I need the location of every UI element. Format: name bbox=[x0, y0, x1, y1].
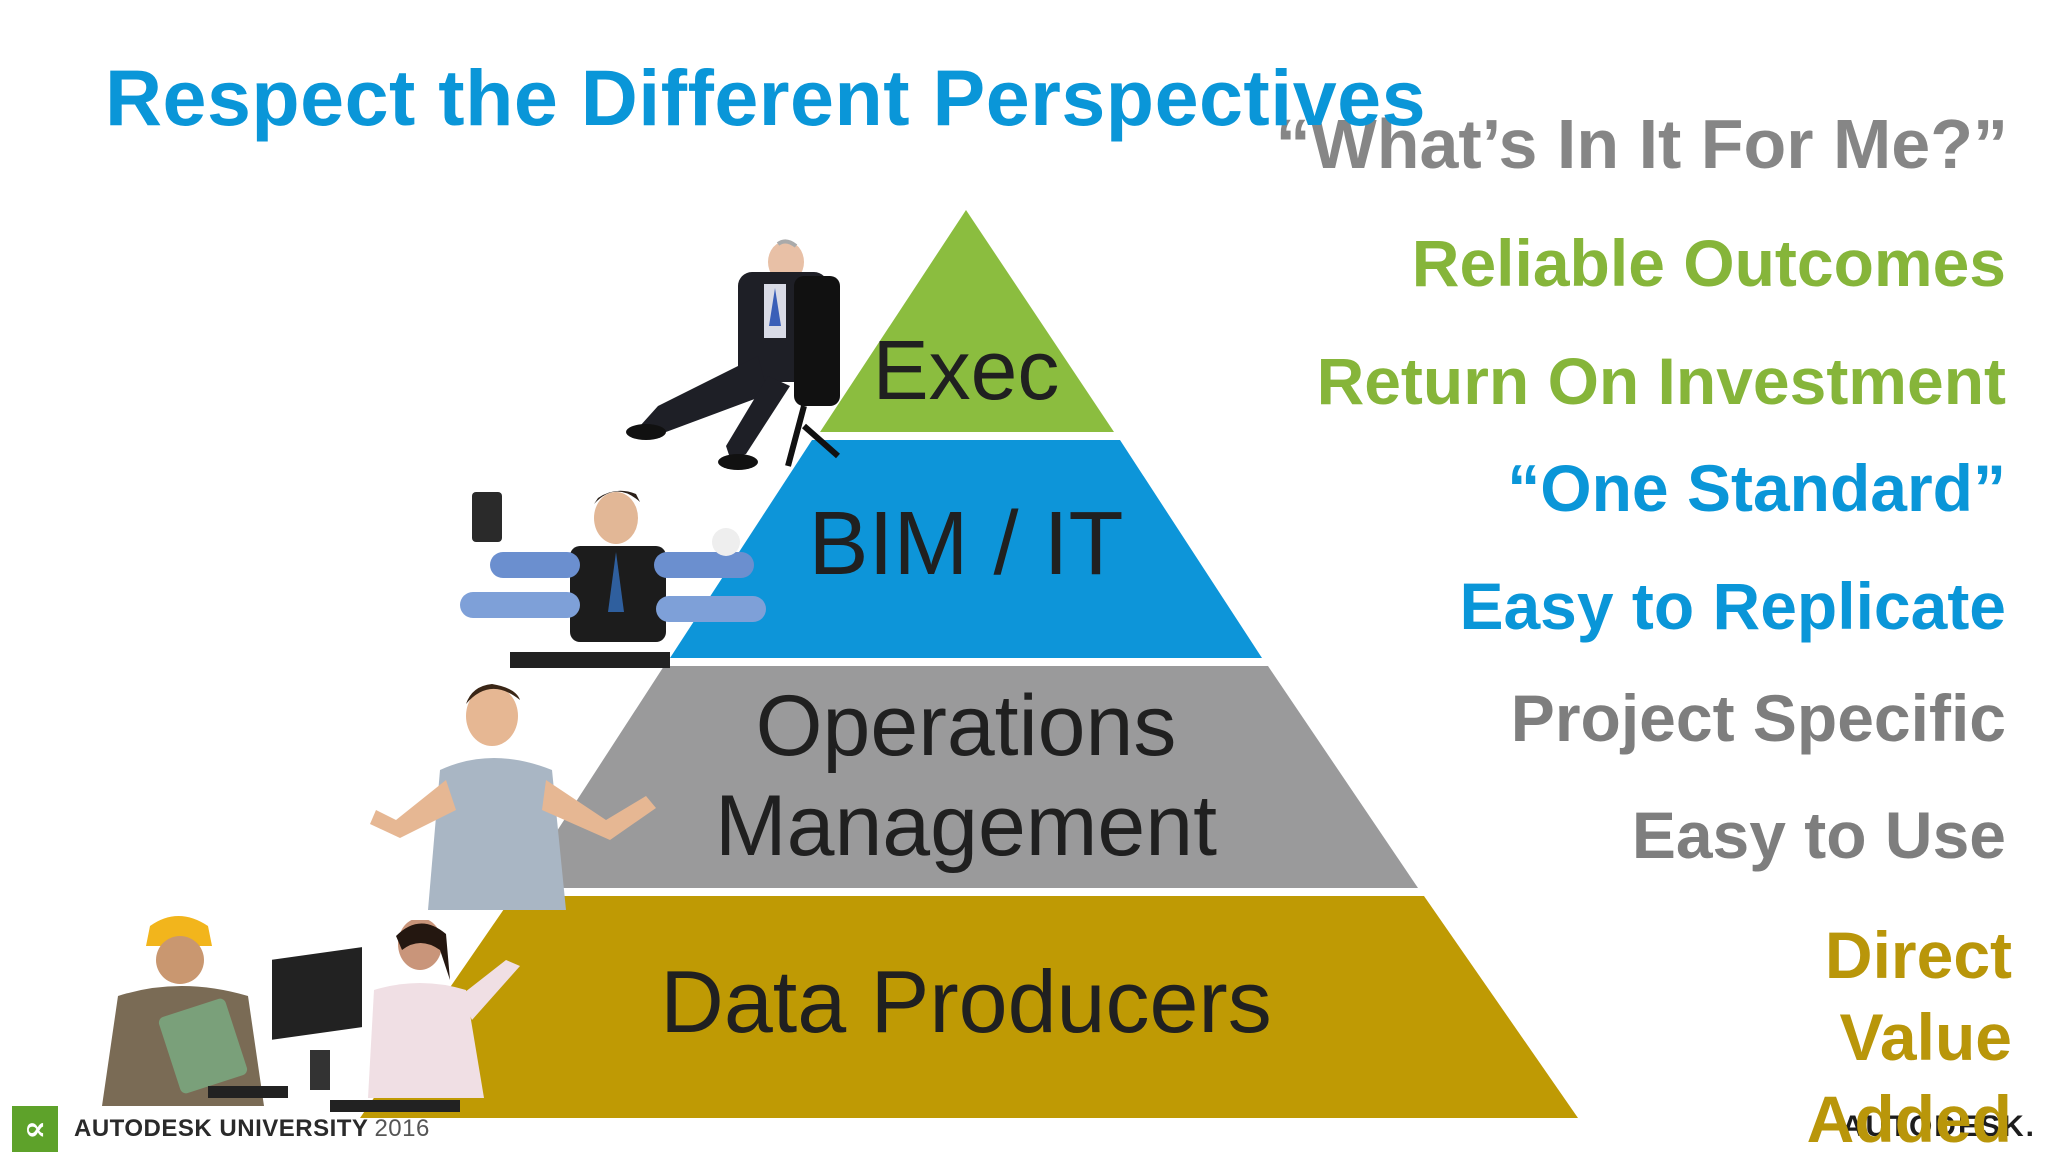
au-event-label: AUTODESK UNIVERSITY bbox=[74, 1115, 369, 1142]
perspective-one-standard: “One Standard” bbox=[1507, 451, 2006, 525]
tier-label-data-producers: Data Producers bbox=[660, 952, 1272, 1051]
shrugging-man-image bbox=[370, 684, 656, 910]
perspective-direct: Direct bbox=[1824, 918, 2012, 992]
tier-label-operations-line2: Management bbox=[715, 778, 1217, 874]
tier-label-operations: Operations Management bbox=[626, 676, 1306, 876]
au-logo-icon: ∝ bbox=[12, 1106, 58, 1152]
perspective-project-specific: Project Specific bbox=[1510, 681, 2006, 755]
pyramid-tier-data-producers bbox=[360, 896, 1578, 1118]
autodesk-brand: AUTODESK. bbox=[1841, 1110, 2036, 1143]
perspective-easy-to-replicate: Easy to Replicate bbox=[1459, 569, 2006, 643]
stressed-multitasker-image bbox=[460, 490, 766, 668]
wiifm-heading: “What’s In It For Me?” bbox=[1275, 105, 2008, 183]
perspective-return-on-investment: Return On Investment bbox=[1316, 344, 2006, 418]
pyramid-tier-bim-it bbox=[670, 440, 1262, 658]
office-worker-at-computer-image bbox=[272, 920, 520, 1112]
perspective-value: Value bbox=[1839, 1000, 2012, 1074]
slide-title: Respect the Different Perspectives bbox=[105, 53, 1427, 142]
perspective-added: Added bbox=[1806, 1082, 2012, 1156]
tier-label-exec: Exec bbox=[872, 323, 1060, 417]
perspective-easy-to-use: Easy to Use bbox=[1631, 798, 2006, 872]
businessman-in-chair-image bbox=[626, 239, 840, 470]
construction-worker-with-tablet-image bbox=[102, 916, 288, 1106]
tier-label-operations-line1: Operations bbox=[755, 678, 1177, 774]
pyramid-tier-exec bbox=[820, 210, 1114, 432]
au-event-year: 2016 bbox=[374, 1115, 430, 1142]
perspective-direct-value-added: Direct Value Added bbox=[1712, 914, 2012, 1160]
tier-label-bim-it: BIM / IT bbox=[808, 494, 1124, 594]
perspective-reliable-outcomes: Reliable Outcomes bbox=[1411, 226, 2006, 300]
pyramid-tier-operations bbox=[520, 666, 1418, 888]
